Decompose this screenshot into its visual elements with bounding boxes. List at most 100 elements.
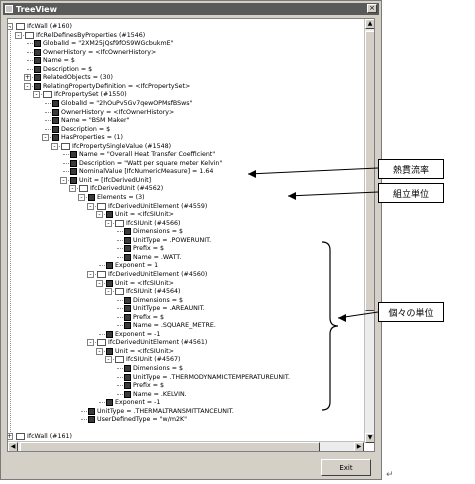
vertical-scroll-thumb[interactable]: [365, 31, 374, 311]
tree-node[interactable]: IfcSIUnit (#4564): [115, 287, 180, 296]
scroll-up-icon[interactable]: ▲: [365, 19, 374, 29]
tree-node[interactable]: UnitType = .AREAUNIT.: [124, 304, 205, 313]
tree-node[interactable]: RelatedObjects = (30): [34, 73, 113, 82]
tree-node[interactable]: GlobalId = "2XM25jQsf9fOS9WGcbukmE": [34, 39, 173, 48]
tree-node[interactable]: IfcSIUnit (#4567): [115, 355, 180, 364]
tree-node[interactable]: Description = $: [34, 65, 92, 74]
tree-connector: [63, 154, 71, 156]
tree-node[interactable]: OwnerHistory = <IfcOwnerHistory>: [52, 108, 174, 117]
tree-node[interactable]: GlobalId = "2hOuPv5Gv7qewOPMsfBSws": [52, 99, 192, 108]
tree-node[interactable]: Exponent = -1: [106, 398, 160, 407]
tree-connector: [45, 128, 53, 130]
collapse-icon[interactable]: -: [33, 91, 40, 99]
tree-node-label: Name = $: [43, 57, 75, 65]
tree-node[interactable]: Name = "BSM Maker": [52, 116, 129, 125]
tree-node[interactable]: IfcDerivedUnit (#4562): [79, 184, 163, 193]
collapse-icon[interactable]: -: [105, 356, 112, 364]
close-button[interactable]: ×: [367, 4, 377, 13]
tree-node[interactable]: UserDefinedType = "w/m2K": [88, 415, 187, 424]
collapse-icon[interactable]: -: [24, 82, 31, 90]
tree-node[interactable]: Name = .SQUARE_METRE.: [124, 321, 216, 330]
return-mark-icon: ↵: [386, 470, 394, 480]
collapse-icon[interactable]: -: [15, 31, 22, 39]
tree-node[interactable]: Elements = (3): [88, 193, 145, 202]
tree-node[interactable]: Unit = <IfcSIUnit>: [106, 279, 174, 288]
tree-node[interactable]: IfcRelDefinesByProperties (#1546): [25, 31, 145, 40]
scroll-right-icon[interactable]: ▶: [354, 442, 364, 451]
tree-node[interactable]: OwnerHistory = <IfcOwnerHistory>: [34, 48, 156, 57]
expand-icon[interactable]: +: [24, 74, 31, 82]
tree-node[interactable]: Unit = [IfcDerivedUnit]: [70, 176, 151, 185]
tree-node-label: IfcDerivedUnitElement (#4560): [108, 270, 208, 278]
tree-connector: [117, 385, 125, 387]
horizontal-scrollbar[interactable]: ◀ ▶: [8, 441, 364, 451]
tree-node[interactable]: Name = .WATT.: [124, 253, 181, 262]
tree-node[interactable]: Prefix = $: [124, 313, 164, 322]
tree-node[interactable]: IfcWall (#160): [16, 22, 72, 31]
tree-node[interactable]: IfcWall (#161): [16, 432, 72, 441]
tree-node[interactable]: Dimensions = $: [124, 364, 183, 373]
tree-node-label: Exponent = -1: [115, 330, 161, 338]
tree-node[interactable]: Unit = <IfcSIUnit>: [106, 210, 174, 219]
collapse-icon[interactable]: -: [96, 211, 103, 219]
tree-node[interactable]: Dimensions = $: [124, 227, 183, 236]
collapse-icon[interactable]: -: [105, 219, 112, 227]
tree-node-label: Exponent = 1: [115, 262, 159, 270]
collapse-icon[interactable]: -: [105, 288, 112, 296]
tree-view[interactable]: -IfcWall (#160)-IfcRelDefinesByPropertie…: [8, 19, 364, 448]
tree-node[interactable]: HasProperties = (1): [52, 133, 123, 142]
tree-node-label: UserDefinedType = "w/m2K": [97, 416, 187, 424]
tree-node[interactable]: IfcPropertySet (#1550): [43, 90, 127, 99]
tree-node[interactable]: Name = .KELVIN.: [124, 390, 187, 399]
tree-node[interactable]: Description = $: [52, 125, 110, 134]
scroll-left-icon[interactable]: ◀: [8, 442, 18, 451]
tree-node[interactable]: IfcPropertySingleValue (#1548): [61, 142, 171, 151]
collapse-icon[interactable]: -: [87, 270, 94, 278]
tree-node-label: Prefix = $: [133, 313, 164, 321]
tree-node[interactable]: IfcSIUnit (#4566): [115, 219, 180, 228]
collapse-icon[interactable]: -: [87, 339, 94, 347]
tree-node-label: HasProperties = (1): [61, 134, 123, 142]
tree-node[interactable]: Exponent = -1: [106, 330, 160, 339]
tree-node[interactable]: UnitType = .POWERUNIT.: [124, 236, 211, 245]
horizontal-scroll-thumb[interactable]: [20, 442, 320, 451]
collapse-icon[interactable]: -: [96, 347, 103, 355]
tree-node[interactable]: Description = "Watt per square meter Kel…: [70, 159, 222, 168]
collapse-icon[interactable]: -: [87, 202, 94, 210]
tree-node[interactable]: NominalValue [IfcNumericMeasure] = 1.64: [70, 167, 213, 176]
attribute-icon: [124, 253, 131, 261]
tree-node[interactable]: IfcDerivedUnitElement (#4561): [97, 338, 207, 347]
tree-node[interactable]: Prefix = $: [124, 244, 164, 253]
tree-node[interactable]: Dimensions = $: [124, 296, 183, 305]
title-bar[interactable]: TreeView ×: [3, 3, 379, 15]
tree-node[interactable]: UnitType = .THERMODYNAMICTEMPERATUREUNIT…: [124, 373, 290, 382]
attribute-icon: [34, 82, 41, 90]
tree-node-label: Description = "Watt per square meter Kel…: [79, 159, 223, 167]
attribute-icon: [88, 416, 95, 424]
tree-node-label: IfcDerivedUnitElement (#4559): [108, 202, 208, 210]
tree-node[interactable]: Prefix = $: [124, 381, 164, 390]
vertical-scrollbar[interactable]: ▲ ▼: [364, 19, 374, 443]
tree-node[interactable]: UnitType = .THERMALTRANSMITTANCEUNIT.: [88, 407, 234, 416]
tree-node[interactable]: RelatingPropertyDefinition = <IfcPropert…: [34, 82, 190, 91]
tree-node[interactable]: Exponent = 1: [106, 261, 158, 270]
tree-node[interactable]: Name = "Overall Heat Transfer Coefficien…: [70, 150, 215, 159]
tree-node[interactable]: IfcDerivedUnitElement (#4560): [97, 270, 207, 279]
tree-node[interactable]: Name = $: [34, 56, 75, 65]
folder-icon: [115, 219, 124, 227]
collapse-icon[interactable]: -: [60, 176, 67, 184]
exit-button[interactable]: Exit: [321, 459, 371, 476]
tree-connector: [117, 248, 125, 250]
collapse-icon[interactable]: -: [78, 194, 85, 201]
scroll-down-icon[interactable]: ▼: [365, 433, 374, 443]
collapse-icon[interactable]: -: [51, 142, 58, 150]
tree-connector: [99, 265, 107, 267]
collapse-icon[interactable]: -: [96, 279, 103, 287]
tree-node[interactable]: Unit = <IfcSIUnit>: [106, 347, 174, 356]
tree-connector: [63, 179, 71, 181]
attribute-icon: [124, 305, 131, 313]
collapse-icon[interactable]: -: [42, 134, 49, 142]
tree-node[interactable]: IfcDerivedUnitElement (#4559): [97, 202, 207, 211]
collapse-icon[interactable]: -: [69, 185, 76, 193]
tree-connector: [117, 393, 125, 395]
